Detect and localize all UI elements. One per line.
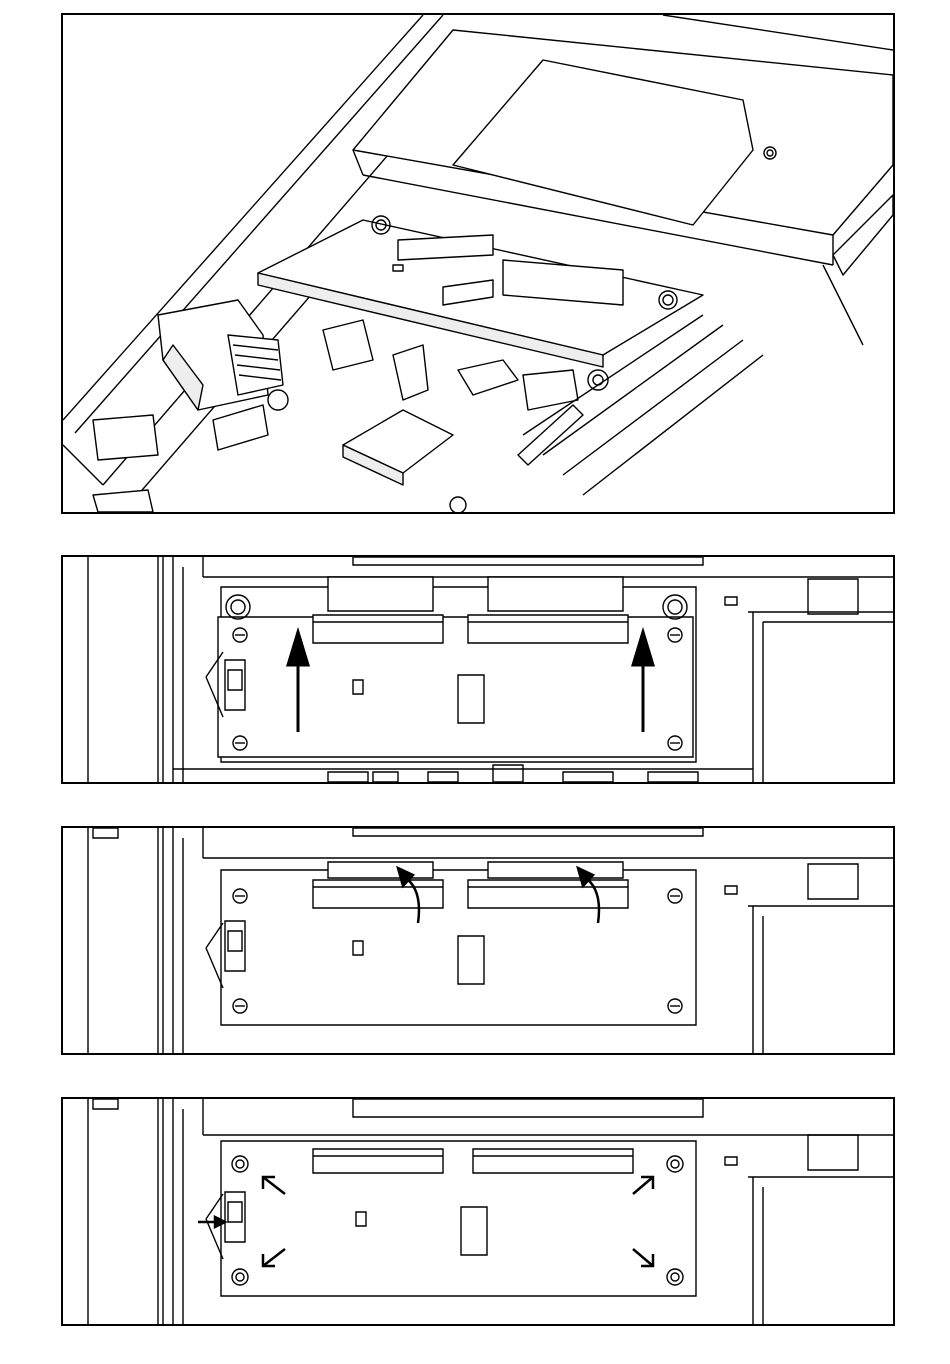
module-board bbox=[206, 862, 737, 1025]
mainboard-parts bbox=[93, 300, 763, 512]
mainboard-connectors bbox=[328, 765, 698, 782]
secure-module-illustration bbox=[61, 1097, 895, 1326]
overview-illustration bbox=[61, 13, 895, 514]
lift-module-illustration bbox=[61, 826, 895, 1055]
module-board bbox=[206, 577, 737, 762]
module-board bbox=[206, 1141, 737, 1296]
slide-module-illustration bbox=[61, 555, 895, 784]
module-board bbox=[258, 216, 703, 367]
